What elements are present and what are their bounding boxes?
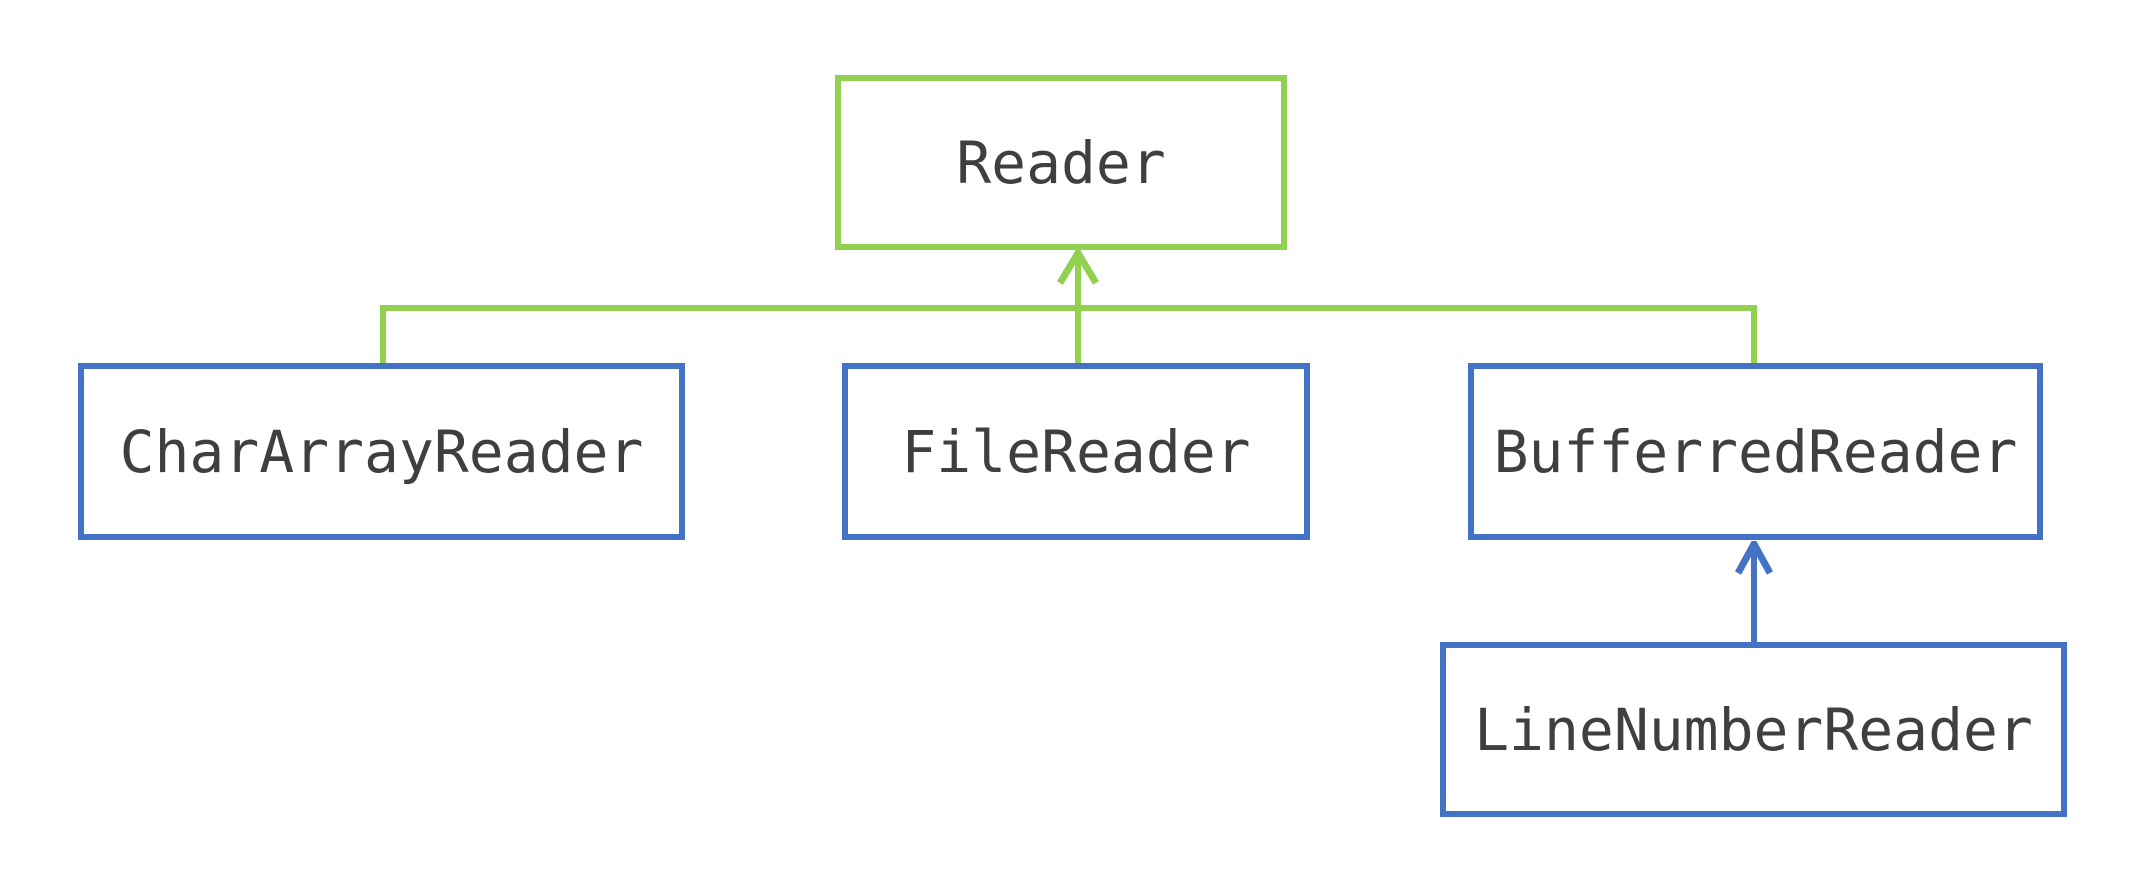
node-linenumberreader: LineNumberReader <box>1440 642 2067 817</box>
edge-filereader-to-reader-line <box>1075 252 1081 363</box>
node-filereader: FileReader <box>842 363 1310 540</box>
node-reader-label: Reader <box>956 128 1166 197</box>
inheritance-arrowhead-into-reader-icon <box>1057 249 1100 285</box>
node-chararrayreader: CharArrayReader <box>78 363 685 540</box>
node-chararrayreader-label: CharArrayReader <box>119 417 644 486</box>
inheritance-arrowhead-into-bufferredreader-icon <box>1735 541 1774 575</box>
edge-bus-horizontal-line <box>380 305 1757 311</box>
node-linenumberreader-label: LineNumberReader <box>1474 695 2033 764</box>
edge-chararrayreader-stub <box>380 305 386 363</box>
edge-bufferredreader-stub <box>1751 305 1757 363</box>
node-bufferredreader: BufferredReader <box>1468 363 2043 540</box>
node-bufferredreader-label: BufferredReader <box>1493 417 2018 486</box>
node-filereader-label: FileReader <box>901 417 1251 486</box>
node-reader: Reader <box>835 75 1287 250</box>
edge-linenumberreader-to-bufferredreader-line <box>1751 543 1757 642</box>
